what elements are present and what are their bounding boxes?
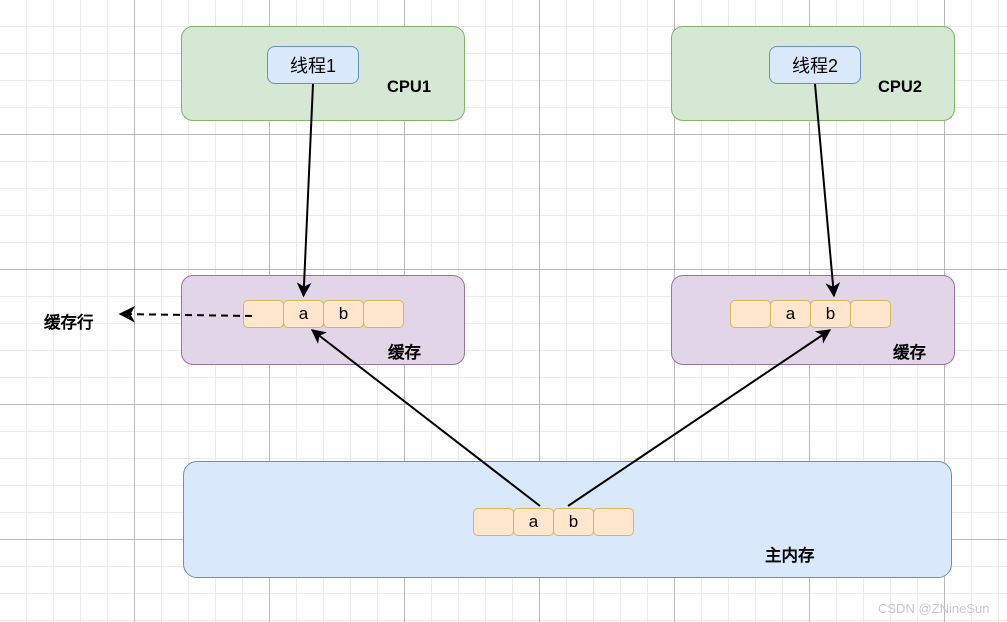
thread2-box[interactable]: 线程2 — [769, 46, 861, 84]
cpu1-cache-line: a b — [243, 300, 404, 328]
cpu1-cache-label: 缓存 — [388, 344, 421, 362]
cache-line-annotation-label: 缓存行 — [44, 314, 94, 332]
cpu2-label: CPU2 — [878, 78, 923, 96]
cpu2-cache-line: a b — [730, 300, 891, 328]
cache1-cell-0[interactable] — [243, 300, 284, 328]
cache1-cell-2[interactable]: b — [323, 300, 364, 328]
thread1-box[interactable]: 线程1 — [267, 46, 359, 84]
memory-cell-0[interactable] — [473, 508, 514, 536]
cache2-cell-2[interactable]: b — [810, 300, 851, 328]
main-memory-label: 主内存 — [765, 547, 815, 565]
memory-cell-3[interactable] — [593, 508, 634, 536]
cache2-cell-3[interactable] — [850, 300, 891, 328]
cache1-cell-3[interactable] — [363, 300, 404, 328]
thread2-label: 线程2 — [791, 56, 838, 76]
cache2-cell-0[interactable] — [730, 300, 771, 328]
thread1-label: 线程1 — [289, 56, 336, 76]
watermark: CSDN @ZNineSun — [878, 601, 990, 616]
main-memory-line: a b — [473, 508, 634, 536]
cpu1-label: CPU1 — [387, 78, 432, 96]
memory-cell-2[interactable]: b — [553, 508, 594, 536]
cache1-cell-1[interactable]: a — [283, 300, 324, 328]
cpu2-cache-label: 缓存 — [893, 344, 926, 362]
cache2-cell-1[interactable]: a — [770, 300, 811, 328]
memory-cell-1[interactable]: a — [513, 508, 554, 536]
